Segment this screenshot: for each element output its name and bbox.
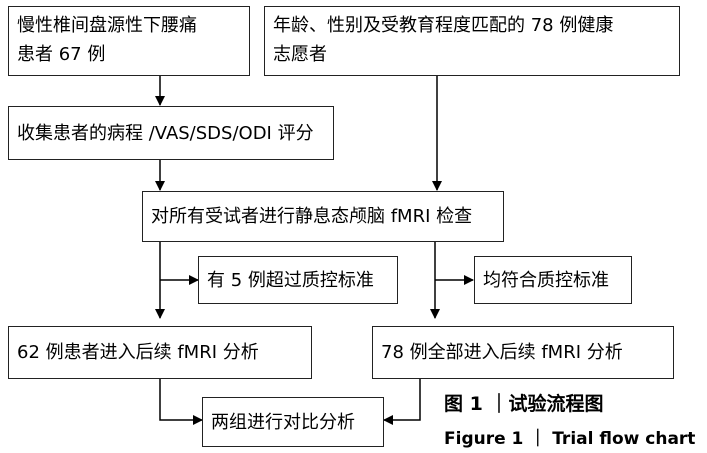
figure-caption-en: Figure 1 ｜ Trial flow chart	[444, 429, 696, 449]
box-controls-analysis: 78 例全部进入后续 fMRI 分析	[372, 326, 674, 379]
box-patients: 慢性椎间盘源性下腰痛 患者 67 例	[8, 6, 250, 76]
arrow-controls-analysis-to-compare	[383, 379, 421, 425]
box-compare: 两组进行对比分析	[202, 397, 384, 447]
figure-caption-cn: 图 1 ｜试验流程图	[444, 393, 604, 415]
box-collect: 收集患者的病程 /VAS/SDS/ODI 评分	[8, 106, 334, 160]
arrow-patients-analysis-to-compare	[159, 379, 203, 425]
box-controls: 年龄、性别及受教育程度匹配的 78 例健康 志愿者	[264, 6, 680, 76]
box-exclude: 有 5 例超过质控标准	[198, 256, 398, 304]
box-pass: 均符合质控标准	[474, 256, 632, 304]
box-scan: 对所有受试者进行静息态颅脑 fMRI 检查	[142, 191, 504, 242]
box-patients-analysis: 62 例患者进入后续 fMRI 分析	[8, 326, 312, 379]
